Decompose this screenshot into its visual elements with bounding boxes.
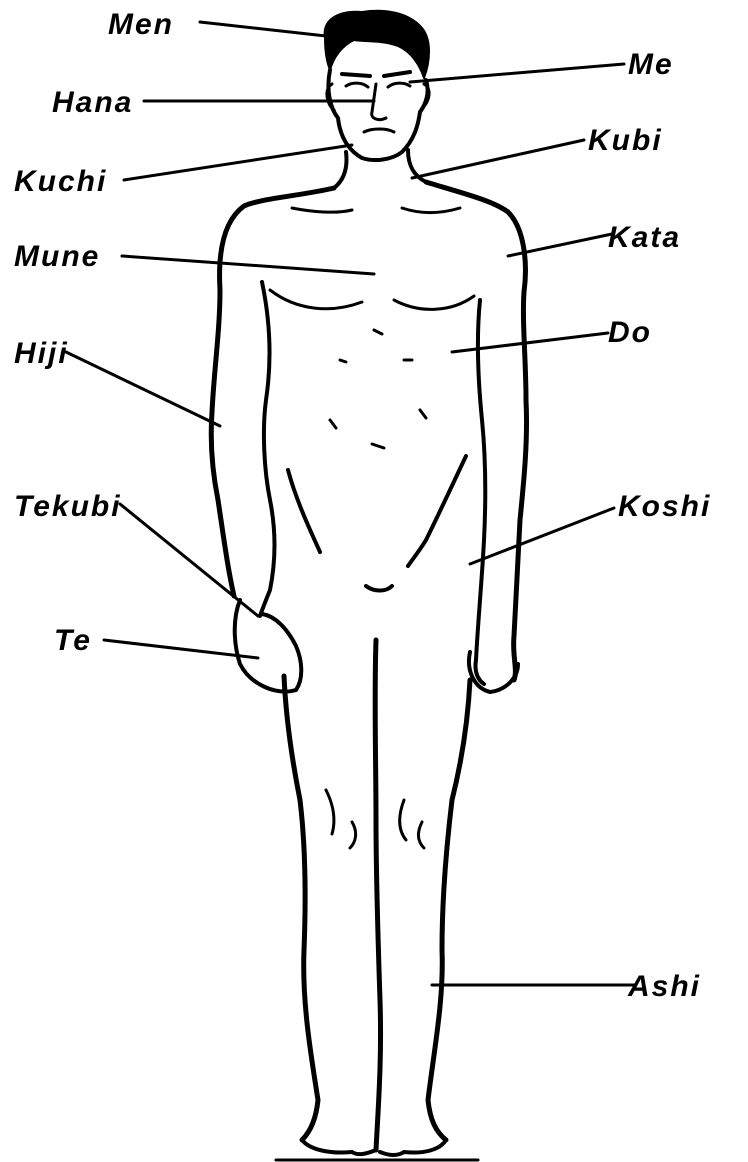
leader-me xyxy=(410,64,624,82)
figure-waist xyxy=(288,456,466,566)
figure-right-leg-outer xyxy=(428,680,470,1140)
leader-koshi xyxy=(470,508,614,564)
figure-right-inner-arm xyxy=(475,300,485,684)
figure-left-leg-outer xyxy=(284,676,318,1140)
leader-mune xyxy=(122,256,374,274)
figure-groin xyxy=(366,586,392,591)
label-kata: Kata xyxy=(608,223,681,253)
label-te: Te xyxy=(54,626,92,656)
figure-left-inner-arm xyxy=(260,282,275,616)
label-hiji: Hiji xyxy=(14,339,69,369)
figure-chest xyxy=(270,290,474,309)
figure-left-hand xyxy=(235,600,302,692)
figure-neck xyxy=(334,150,426,188)
label-do: Do xyxy=(608,318,652,348)
label-me: Me xyxy=(628,50,674,80)
figure-abs xyxy=(330,330,426,448)
leader-tekubi xyxy=(120,504,258,616)
figure-leg-division xyxy=(375,640,380,1150)
figure-mouth xyxy=(364,129,394,132)
label-tekubi: Tekubi xyxy=(14,492,122,522)
label-kuchi: Kuchi xyxy=(14,167,107,197)
leader-men xyxy=(200,22,326,36)
figure-clavicles xyxy=(292,208,460,213)
figure-hair xyxy=(325,11,429,78)
label-mune: Mune xyxy=(14,242,100,272)
figure-brows xyxy=(342,72,410,76)
figure-eyes xyxy=(346,83,410,87)
label-hana: Hana xyxy=(52,88,133,118)
label-ashi: Ashi xyxy=(628,972,701,1002)
leader-hiji xyxy=(66,352,220,426)
label-kubi: Kubi xyxy=(588,126,663,156)
leader-kuchi xyxy=(124,145,352,180)
leader-kubi xyxy=(412,140,584,178)
leader-do xyxy=(452,333,608,352)
label-men: Men xyxy=(108,10,174,40)
label-koshi: Koshi xyxy=(618,492,711,522)
